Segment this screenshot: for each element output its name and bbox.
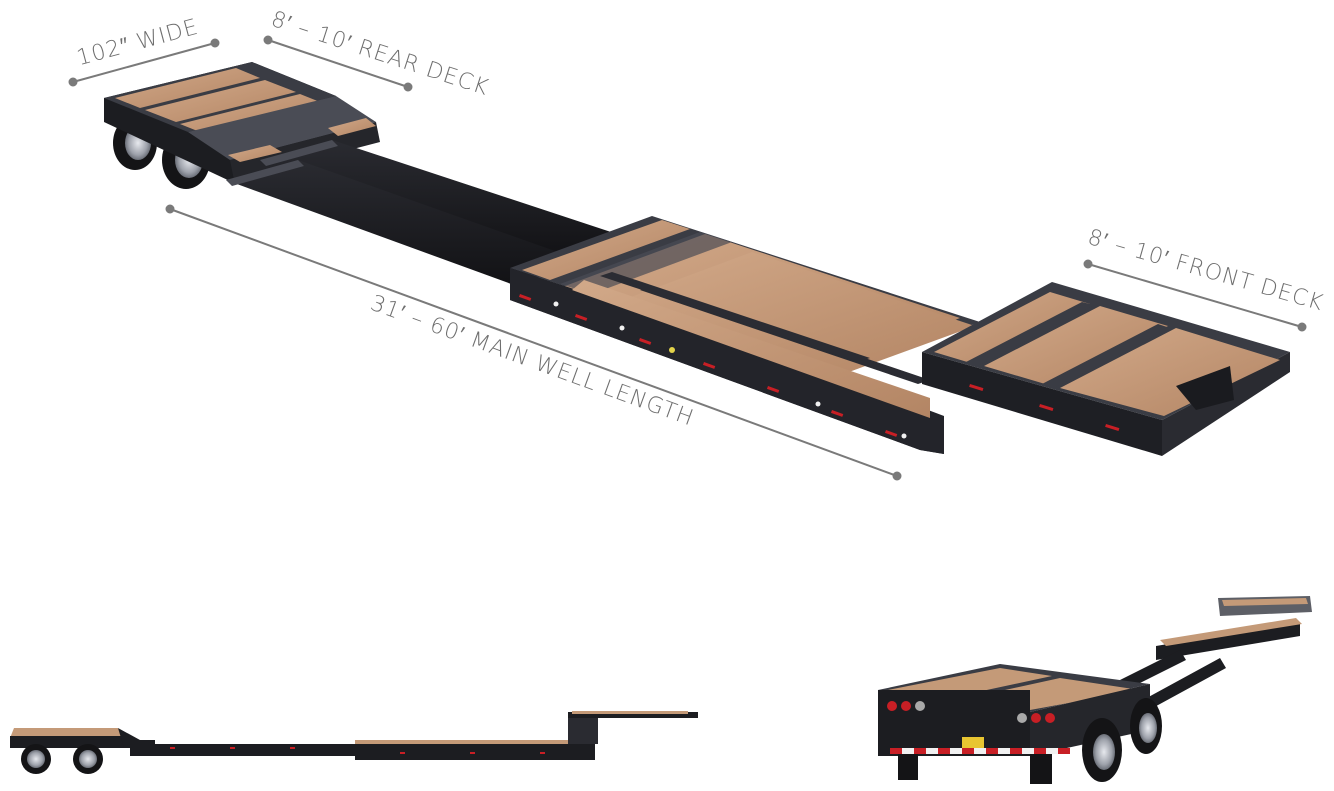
- front-deck-dimension-line: [1087, 263, 1303, 328]
- width-dimension-line: [72, 42, 216, 83]
- main-well-reflectors: [518, 294, 898, 437]
- main-beam-left: [260, 140, 620, 258]
- dimension-lines: [68, 35, 1307, 481]
- main-beam-right: [226, 160, 586, 285]
- isometric-trailer: [104, 62, 1290, 456]
- rear-view-trailer: [878, 596, 1312, 784]
- rear-bumper: [890, 748, 1070, 754]
- side-view-trailer: [10, 711, 698, 774]
- license-plate: [962, 737, 984, 749]
- main-well-dimension-line: [169, 208, 898, 477]
- rear-deck-dimension-line: [267, 39, 409, 88]
